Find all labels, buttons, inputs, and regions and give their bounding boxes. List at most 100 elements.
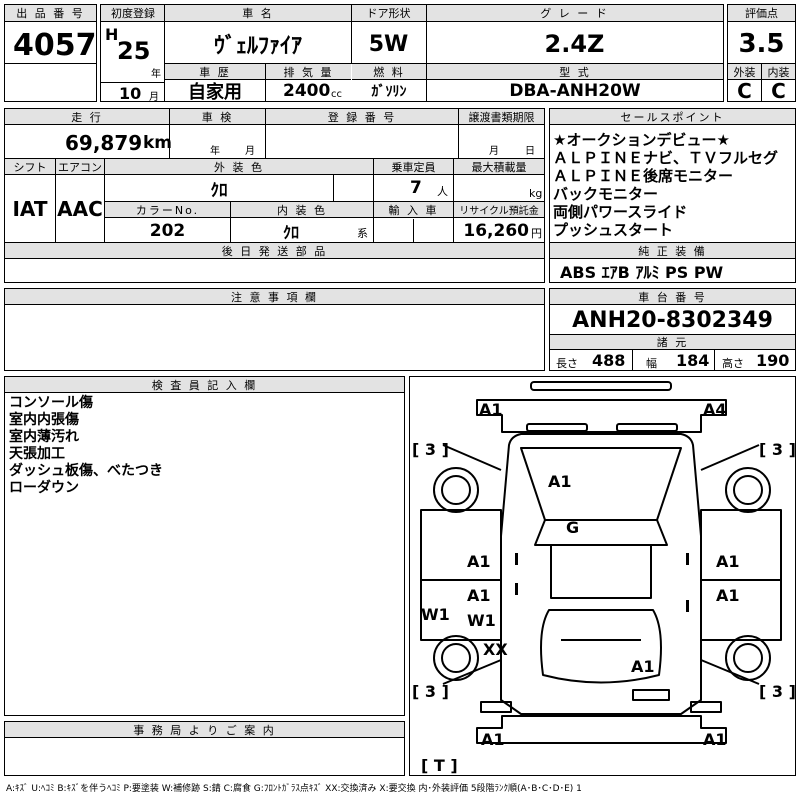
- inspection-label: 車 検: [170, 109, 265, 125]
- max-load-label: 最大積載量: [454, 159, 544, 175]
- chassis-number: ANH20-8302349: [572, 307, 773, 333]
- door-value: 5W: [368, 31, 409, 57]
- length-value: 488: [592, 350, 626, 370]
- month-unit: 月: [149, 92, 159, 103]
- capacity-label: 乗車定員: [374, 159, 453, 175]
- capacity-unit: 人: [437, 185, 448, 198]
- tire-rear-right: [ 3 ]: [759, 682, 795, 701]
- lot-number-label: 出 品 番 号: [5, 5, 96, 22]
- first-reg-label: 初度登録: [101, 5, 165, 22]
- displacement-label: 排 気 量: [266, 64, 351, 80]
- inspection-month-unit: 月: [245, 146, 255, 157]
- dimensions-label: 諸 元: [550, 335, 795, 350]
- score-value: 3.5: [738, 29, 785, 59]
- length-label: 長さ: [556, 357, 578, 370]
- history-label: 車 歴: [165, 64, 265, 80]
- sales-point-label: セールスポイント: [550, 109, 795, 125]
- mark-left-rear-door-w: W1: [467, 611, 496, 630]
- tire-front-right: [ 3 ]: [759, 440, 795, 459]
- exterior-color-value: ｸﾛ: [210, 180, 228, 201]
- car-diagram-box: [ 3 ] [ 3 ] [ 3 ] [ 3 ] [ T ] A1 A4 A1 G…: [409, 376, 796, 776]
- notes-label: 注 意 事 項 欄: [5, 289, 544, 305]
- mark-right-front-door: A1: [716, 552, 740, 571]
- color-no-label: カラーNo.: [105, 202, 230, 218]
- aircon-label: エアコン: [56, 159, 104, 175]
- mark-hood: A1: [548, 472, 572, 491]
- capacity-value: 7: [410, 178, 422, 198]
- sales-point-item: プッシュスタート: [553, 221, 674, 239]
- score-box: 評価点 3.5 外装 内装 C C: [727, 4, 796, 102]
- interior-color-unit: 系: [357, 227, 368, 240]
- inspector-note: ローダウン: [9, 480, 79, 496]
- vehicle-detail-box: 走 行 車 検 登 録 番 号 譲渡書類期限 69,879 km 年 月 月 日…: [4, 108, 545, 283]
- tire-front-left: [ 3 ]: [412, 440, 449, 459]
- color-no-value: 202: [149, 220, 186, 241]
- mark-front-left: A1: [479, 400, 503, 419]
- spare-tire: [ T ]: [421, 756, 458, 775]
- mark-rear-left: A1: [481, 730, 505, 749]
- registration-label: 登 録 番 号: [266, 109, 458, 125]
- mark-windshield: G: [566, 518, 579, 537]
- office-box: 事 務 局 よ り ご 案 内: [4, 721, 405, 776]
- mark-right-rear-door: A1: [716, 586, 740, 605]
- sales-point-box: セールスポイント ★オークションデビュー★ ＡＬＰＩＮＥナビ、ＴＶフルセグ ＡＬ…: [549, 108, 796, 283]
- year-value: 25: [117, 37, 151, 65]
- inspector-box: 検 査 員 記 入 欄 コンソール傷 室内内張傷 室内薄汚れ 天張加工 ダッシュ…: [4, 376, 405, 716]
- grade-value: 2.4Z: [544, 30, 605, 58]
- inspector-note: ダッシュ板傷、べたつき: [9, 463, 163, 479]
- max-load-unit: kg: [529, 187, 543, 200]
- sales-point-item: ★オークションデビュー★: [553, 131, 730, 149]
- transfer-label: 譲渡書類期限: [459, 109, 544, 125]
- width-label: 幅: [646, 357, 657, 370]
- mileage-unit: km: [143, 133, 173, 153]
- mark-rear-right: A1: [703, 730, 727, 749]
- sales-point-item: ＡＬＰＩＮＥ後席モニター: [553, 167, 734, 185]
- recycle-unit: 円: [531, 227, 542, 240]
- legend: A:ｷｽﾞ U:ﾍｺﾐ B:ｷｽﾞを伴うﾍｺﾐ P:要塗装 W:補修跡 S:錆 …: [6, 784, 582, 794]
- model-value: DBA-ANH20W: [509, 81, 641, 101]
- inspector-note: 室内内張傷: [9, 412, 79, 428]
- sales-point-item: バックモニター: [553, 185, 659, 203]
- transfer-day-unit: 日: [525, 146, 535, 157]
- chassis-box: 車 台 番 号 ANH20-8302349 諸 元 長さ 488 幅 184 高…: [549, 288, 796, 371]
- car-name-label: 車 名: [165, 5, 351, 22]
- exterior-grade-label: 外装: [728, 64, 761, 80]
- mileage-label: 走 行: [5, 109, 169, 125]
- fuel-value: ｶﾞｿﾘﾝ: [371, 84, 407, 100]
- displacement-unit: cc: [331, 89, 342, 100]
- tire-rear-left: [ 3 ]: [412, 682, 449, 701]
- lot-number-box: 出 品 番 号 4057: [4, 4, 97, 102]
- exterior-color-label: 外 装 色: [105, 159, 373, 175]
- inspector-note: 室内薄汚れ: [9, 429, 79, 445]
- notes-box: 注 意 事 項 欄: [4, 288, 545, 371]
- era-value: H: [105, 25, 119, 44]
- inspector-note: 天張加工: [9, 446, 65, 462]
- grade-label: グ レ ー ド: [426, 5, 723, 22]
- recycle-value: 16,260: [463, 220, 529, 241]
- transfer-month-unit: 月: [489, 146, 499, 157]
- car-diagram: [ 3 ] [ 3 ] [ 3 ] [ 3 ] [ T ] A1 A4 A1 G…: [412, 381, 795, 775]
- mark-roof-rear: A1: [631, 657, 655, 676]
- lot-number-value: 4057: [13, 27, 97, 63]
- height-label: 高さ: [722, 357, 744, 370]
- inspector-label: 検 査 員 記 入 欄: [5, 377, 404, 393]
- displacement-value: 2400: [283, 81, 331, 101]
- fuel-label: 燃 料: [352, 64, 426, 80]
- door-label: ドア形状: [351, 5, 426, 22]
- month-value: 10: [119, 84, 142, 103]
- shift-value: IAT: [12, 196, 48, 221]
- sales-point-list: ★オークションデビュー★ ＡＬＰＩＮＥナビ、ＴＶフルセグ ＡＬＰＩＮＥ後席モニタ…: [553, 131, 795, 239]
- mark-left-quarter: XX: [483, 640, 508, 659]
- inspector-notes-list: コンソール傷 室内内張傷 室内薄汚れ 天張加工 ダッシュ板傷、べたつき ローダウ…: [9, 395, 163, 497]
- inspector-note: コンソール傷: [9, 395, 93, 411]
- recycle-label: リサイクル預託金: [454, 202, 544, 218]
- interior-grade-value: C: [771, 81, 786, 101]
- height-value: 190: [756, 350, 790, 370]
- shift-label: シフト: [5, 159, 55, 175]
- sales-point-item: 両側パワースライド: [553, 203, 688, 221]
- interior-color-value: ｸﾛ: [282, 222, 299, 242]
- import-label: 輸 入 車: [374, 202, 453, 218]
- history-value: 自家用: [188, 82, 242, 101]
- office-label: 事 務 局 よ り ご 案 内: [5, 722, 404, 738]
- year-unit: 年: [151, 69, 161, 80]
